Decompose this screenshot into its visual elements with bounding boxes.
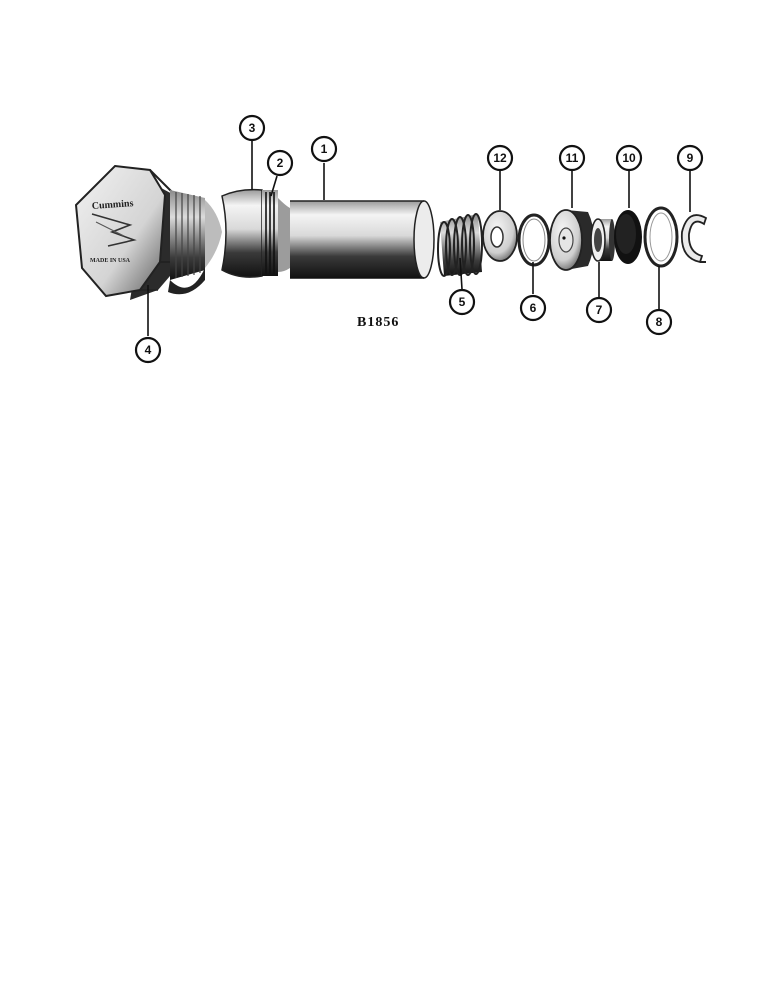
callout-10-label: 10 xyxy=(622,151,636,165)
body-part-1 xyxy=(278,198,435,279)
callout-2: 2 xyxy=(266,149,294,177)
ring-part-6 xyxy=(517,213,551,267)
logo-made-in: MADE IN USA xyxy=(90,258,131,264)
callout-11: 11 xyxy=(558,144,586,172)
callout-7-label: 7 xyxy=(596,303,603,317)
disc-part-10 xyxy=(614,210,642,264)
cup-part-11 xyxy=(549,209,594,271)
logo-brand: Cummins xyxy=(91,198,133,212)
snap-ring-part-9 xyxy=(680,214,708,264)
callout-4: 4 xyxy=(134,336,162,364)
callout-11-label: 11 xyxy=(566,151,579,165)
spring-part-5 xyxy=(437,213,483,277)
leader-lines xyxy=(147,141,691,336)
collar-part-3 xyxy=(221,188,263,278)
callout-4-label: 4 xyxy=(145,343,152,357)
callout-12-label: 12 xyxy=(493,151,507,165)
callout-9: 9 xyxy=(676,144,704,172)
hex-plug-part-4 xyxy=(74,164,222,300)
callout-8-label: 8 xyxy=(656,315,663,329)
callout-3: 3 xyxy=(238,114,266,142)
callout-10: 10 xyxy=(615,144,643,172)
washer-part-12 xyxy=(482,210,518,262)
callout-5: 5 xyxy=(448,288,476,316)
callout-1: 1 xyxy=(310,135,338,163)
ring-part-8 xyxy=(643,206,679,268)
bushing-part-7 xyxy=(590,218,615,262)
callout-9-label: 9 xyxy=(687,151,694,165)
callout-8: 8 xyxy=(645,308,673,336)
callout-3-label: 3 xyxy=(249,121,256,135)
callout-5-label: 5 xyxy=(459,295,466,309)
callout-7: 7 xyxy=(585,296,613,324)
callout-6-label: 6 xyxy=(530,301,537,315)
callout-1-label: 1 xyxy=(321,142,328,156)
ring-part-2 xyxy=(262,190,278,276)
callout-6: 6 xyxy=(519,294,547,322)
cummins-logo: Cummins MADE IN USA xyxy=(90,198,137,264)
figure-code: B1856 xyxy=(357,315,399,330)
callout-12: 12 xyxy=(486,144,514,172)
callout-2-label: 2 xyxy=(277,156,284,170)
